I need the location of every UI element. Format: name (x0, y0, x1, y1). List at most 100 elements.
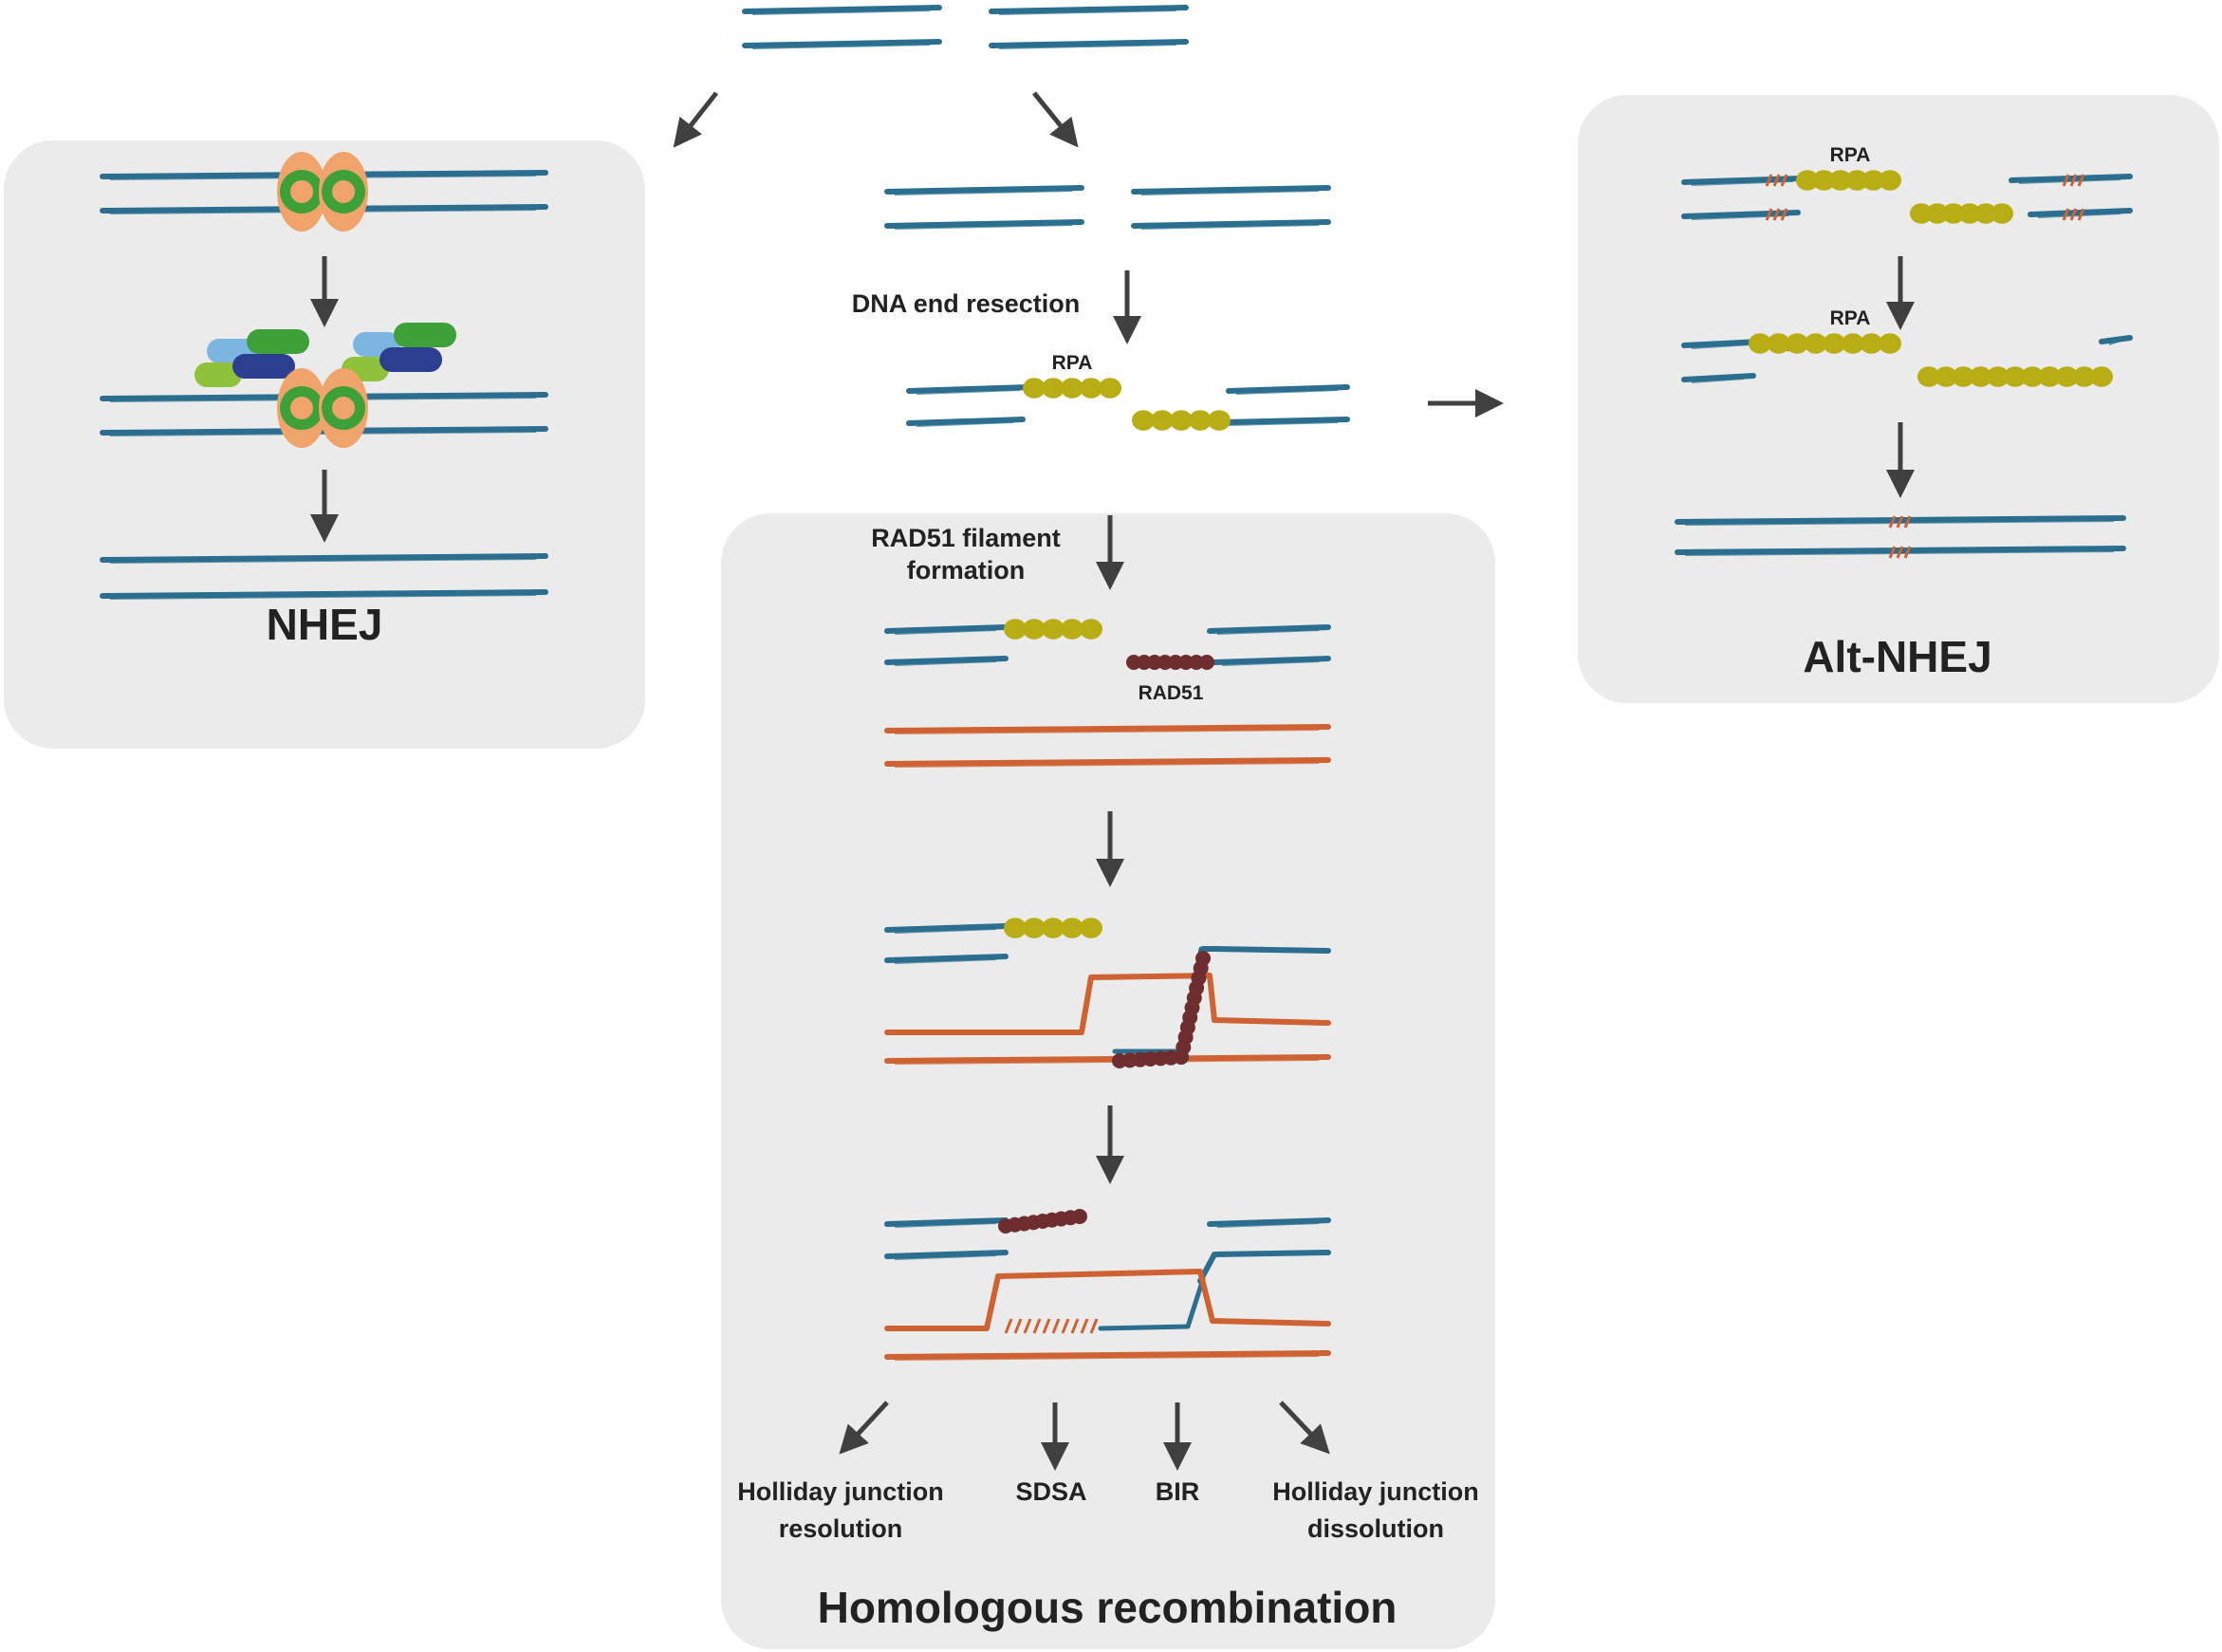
rpa-bead-icon (1132, 410, 1155, 431)
dna-strand-icon-fray (894, 1254, 997, 1260)
dna-strand-icon-fray (894, 629, 997, 635)
rad51-coil-icon (1157, 655, 1173, 670)
dna-strand-icon (884, 656, 1009, 665)
nhej-factor (380, 347, 442, 372)
dna-strand-icon-fray (894, 660, 997, 666)
synthesis-mark (1032, 1318, 1042, 1334)
nhej-factor (247, 329, 309, 354)
dna-strand-icon (2009, 174, 2133, 183)
template-strand-fray (894, 729, 1320, 734)
rad51-filaments (998, 655, 1214, 1234)
microhomology-mark (1888, 515, 1897, 529)
dna-strand-icon-fray (998, 44, 1177, 49)
microhomology-mark (1896, 515, 1904, 529)
microhomology-mark (2062, 174, 2070, 187)
dna-strand-icon (1131, 219, 1331, 229)
dna-strand-icon (906, 384, 1032, 394)
rpa-bead-icon (1841, 333, 1864, 354)
dna-strand-icon (2099, 335, 2133, 344)
dna-strand-icon (884, 923, 1009, 933)
filament-label-1: RAD51 filament (871, 524, 1061, 552)
rpa-bead-icon (2004, 366, 2027, 387)
dna-strand-icon-fray (751, 44, 931, 49)
synthesis-mark (1042, 1318, 1051, 1334)
synthesis-mark (1013, 1318, 1023, 1334)
rpa-bead-icon (1910, 203, 1933, 224)
rad51-coil-icon (1199, 655, 1214, 670)
outcome-hj-dissolution-1: Holliday junction (1272, 1477, 1479, 1506)
rpa-bead-icon (1042, 918, 1065, 938)
dna-strand-icon-fray (1140, 190, 1320, 195)
outcome-hj-resolution-2: resolution (779, 1514, 903, 1543)
rpa-bead-icon (1061, 619, 1083, 640)
dna-strand-icon-fray (894, 1222, 997, 1228)
rpa-bead-icon (1023, 619, 1046, 640)
dna-strand-icon-fray (1216, 629, 1320, 635)
template-strand-fray (894, 1355, 1320, 1361)
dna-strand-icon (989, 5, 1189, 14)
microhomology-mark (1888, 546, 1897, 559)
template-strand (884, 724, 1331, 733)
rpa-bead-icon (1942, 203, 1965, 224)
rpa-bead-icon (1823, 333, 1846, 354)
dna-strand-icon (1197, 1250, 1331, 1284)
rpa-bead-icon (1208, 410, 1231, 431)
dna-strand-icon (2028, 208, 2133, 217)
synthesis-mark (1089, 1318, 1099, 1334)
microhomology-mark (1903, 546, 1912, 559)
microhomology-mark (2062, 208, 2070, 221)
rpa-bead-icon (1812, 170, 1836, 191)
rpa-bead-icon (1917, 366, 1940, 387)
template-strand (884, 973, 1331, 1035)
rpa-label-alt-1: RPA (1830, 144, 1871, 166)
rpa-bead-icon (1974, 203, 1997, 224)
dna-strand-icon (1200, 946, 1331, 954)
dna-strand-icon-fray (1691, 378, 1745, 383)
rpa-bead-icon (1080, 918, 1102, 938)
rpa-bead-icon (1845, 170, 1869, 191)
dna-strand-icon (1131, 185, 1331, 195)
microhomology-mark (1896, 546, 1904, 559)
synthesis-mark (1023, 1318, 1032, 1334)
rpa-bead-icon (2090, 366, 2113, 387)
dna-strand-icon-fray (998, 9, 1177, 15)
microhomology-mark (1772, 174, 1781, 187)
synthesis-mark (1004, 1318, 1013, 1334)
rpa-bead-icon (1749, 333, 1771, 354)
rpa-bead-icon (1952, 366, 1975, 387)
dna-strand-icon (1681, 176, 1805, 185)
dna-strand-icon (1681, 373, 1756, 382)
synthesis-mark (1061, 1318, 1070, 1334)
template-strand (884, 1269, 1331, 1331)
filament-label-2: formation (907, 556, 1026, 585)
rpa-bead-icon (1023, 378, 1046, 399)
rpa-bead-icon (1042, 378, 1065, 399)
dna-strand-icon (1207, 624, 1331, 634)
rpa-bead-icon (1828, 170, 1852, 191)
rpa-bead-icon (2055, 366, 2079, 387)
rpa-bead-icon (1926, 203, 1949, 224)
rpa-bead-icon (1935, 366, 1958, 387)
dna-strand-icon (906, 417, 1026, 426)
dna-strand-icon-fray (894, 190, 1073, 195)
dna-strand-icon-fray (109, 594, 537, 600)
template-strand (884, 757, 1331, 767)
dna-strand-icon (1207, 1217, 1331, 1227)
rpa-bead-icon (1004, 918, 1027, 938)
template-strand-fray (894, 762, 1320, 768)
arrows (310, 91, 1915, 1471)
rpa-bead-icon (1061, 918, 1083, 938)
dna-strand-icon (884, 1217, 1009, 1227)
arrow-icon (839, 1401, 889, 1455)
rpa-bead-icon (1991, 203, 2013, 224)
alt-nhej-title: Alt-NHEJ (1803, 632, 1991, 681)
invading-strand (1098, 1276, 1206, 1331)
rad51-coil-icon (1189, 655, 1204, 670)
dna-strand-icon-fray (894, 928, 997, 934)
dna-strand-icon-fray (1216, 1222, 1320, 1228)
nhej-factor (232, 354, 295, 379)
rpa-label-alt-2: RPA (1830, 307, 1871, 329)
rad51-label: RAD51 (1139, 682, 1204, 704)
dna-strand-icon-fray (2018, 178, 2121, 184)
